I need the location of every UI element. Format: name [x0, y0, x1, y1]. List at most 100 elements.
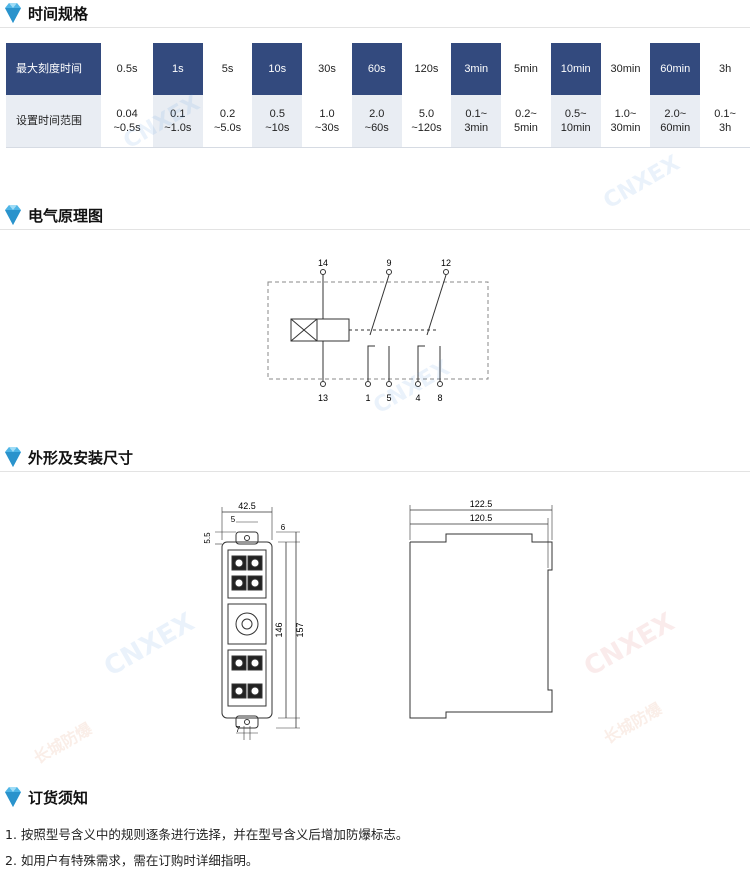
range-cell: 0.2~ 5min — [501, 95, 551, 148]
bottom-hole — [244, 719, 250, 725]
diamond-icon — [5, 205, 21, 225]
switch-blade-2 — [426, 274, 447, 336]
max-time-cell: 5min — [514, 63, 538, 75]
max-time-cell: 5s — [221, 63, 234, 75]
max-time-cell: 3h — [718, 63, 732, 75]
lower-terminal-block — [227, 649, 267, 707]
range-line: ~60s — [364, 122, 389, 134]
dim-label: 146 — [274, 622, 284, 637]
max-time-cell: 60s — [351, 43, 402, 95]
top-hole — [244, 535, 250, 541]
range-cell: 0.1~ 3min — [451, 95, 502, 148]
max-time-cell: 30min — [610, 63, 641, 75]
range-line: ~30s — [314, 122, 340, 134]
max-time-cell: 1s — [152, 43, 203, 95]
range-cell: 2.0 ~60s — [351, 95, 402, 148]
coil-cross — [290, 318, 318, 342]
range-line: ~5.0s — [213, 122, 242, 134]
divider — [0, 27, 750, 28]
top-tab — [235, 531, 259, 545]
terminal-label: 14 — [318, 258, 328, 268]
terminal-13 — [320, 381, 326, 387]
range-cell: 0.1~1.0s — [152, 95, 203, 148]
terminal-4 — [415, 381, 421, 387]
range-line: ~120s — [411, 122, 442, 134]
row-header: 最大刻度时间 — [6, 43, 102, 95]
range-line: 1.0 — [319, 108, 335, 120]
section-title: 时间规格 — [28, 5, 89, 23]
row-header: 设置时间范围 — [6, 95, 102, 148]
max-time-cell: 30s — [318, 63, 336, 75]
diamond-icon — [5, 3, 21, 23]
section-header-circuit: 电气原理图 — [0, 202, 750, 230]
terminal-label: 13 — [318, 393, 328, 403]
dim-label: 5 — [231, 515, 236, 524]
range-cell: 5.0 ~120s — [401, 95, 452, 148]
range-line: 2.0 — [369, 108, 385, 120]
switch-blade-1 — [369, 274, 390, 336]
range-cell: 0.04 ~0.5s — [101, 95, 153, 148]
ordering-notes: 1. 按照型号含义中的规则逐条进行选择，并在型号含义后增加防爆标志。 2. 如用… — [5, 822, 408, 874]
terminal-8 — [437, 381, 443, 387]
terminal-5 — [386, 381, 392, 387]
range-cell: 0.2~5.0s — [202, 95, 253, 148]
divider — [0, 471, 750, 472]
range-line: 0.1 — [170, 108, 186, 120]
range-line: 1.0~ — [614, 108, 637, 120]
dim-label: 7 — [236, 725, 241, 734]
range-line: ~0.5s — [113, 122, 141, 134]
nc-contact-2 — [417, 345, 425, 381]
range-line: 10min — [560, 122, 591, 134]
range-line: 0.5 — [269, 108, 285, 120]
range-line: 3h — [718, 122, 732, 134]
note-item: 2. 如用户有特殊需求，需在订购时详细指明。 — [5, 853, 259, 868]
diamond-icon — [5, 787, 21, 807]
knob-center — [241, 618, 253, 630]
max-time-cell: 10min — [550, 43, 601, 95]
section-title: 订货须知 — [28, 789, 89, 807]
section-title: 外形及安装尺寸 — [28, 449, 134, 467]
knob — [235, 612, 259, 636]
terminal-12 — [443, 269, 449, 275]
range-line: 0.1~ — [465, 108, 488, 120]
range-line: 2.0~ — [664, 108, 687, 120]
range-cell: 1.0 ~30s — [302, 95, 352, 148]
terminal-label: 1 — [365, 393, 370, 403]
max-time-cell: 60min — [650, 43, 701, 95]
range-line: 5min — [514, 122, 538, 134]
diamond-icon — [5, 447, 21, 467]
terminal-14 — [320, 269, 326, 275]
terminal-label: 12 — [441, 258, 451, 268]
upper-terminal-block — [227, 549, 267, 599]
range-line: 3min — [464, 122, 489, 134]
range-line: 0.04 — [116, 108, 138, 120]
timing-spec-table: 最大刻度时间 0.5s 1s 5s 10s 30s 60s 120s 3min 5min 10mi… — [6, 43, 750, 148]
table-row-max-time: 最大刻度时间 0.5s 1s 5s 10s 30s 60s 120s 3min 5min 10mi… — [6, 43, 750, 95]
range-line: 0.2~ — [515, 108, 537, 120]
range-line: 5.0 — [418, 108, 435, 120]
side-profile — [409, 533, 553, 719]
section-header-ordering: 订货须知 — [0, 784, 750, 812]
max-time-cell: 0.5s — [116, 63, 138, 75]
range-cell: 0.5 ~10s — [252, 95, 303, 148]
terminal-label: 4 — [415, 393, 420, 403]
note-item: 1. 按照型号含义中的规则逐条进行选择，并在型号含义后增加防爆标志。 — [5, 827, 409, 842]
dim-label: 120.5 — [470, 513, 493, 523]
range-line: 0.1~ — [714, 108, 736, 120]
enclosure-outline — [267, 281, 489, 380]
max-time-cell: 10s — [252, 43, 303, 95]
section-header-dimensions: 外形及安装尺寸 — [0, 444, 750, 472]
section-title: 电气原理图 — [28, 207, 104, 225]
range-cell: 2.0~60min — [650, 95, 701, 148]
max-time-cell: 3min — [451, 43, 502, 95]
section-header-timing: 时间规格 — [0, 0, 750, 28]
terminal-1 — [365, 381, 371, 387]
knob-panel — [227, 603, 267, 645]
divider — [0, 229, 750, 230]
max-time-cell: 120s — [414, 63, 439, 75]
terminal-9 — [386, 269, 392, 275]
range-cell: 0.1~ 3h — [700, 95, 750, 148]
range-line: ~10s — [265, 122, 290, 134]
